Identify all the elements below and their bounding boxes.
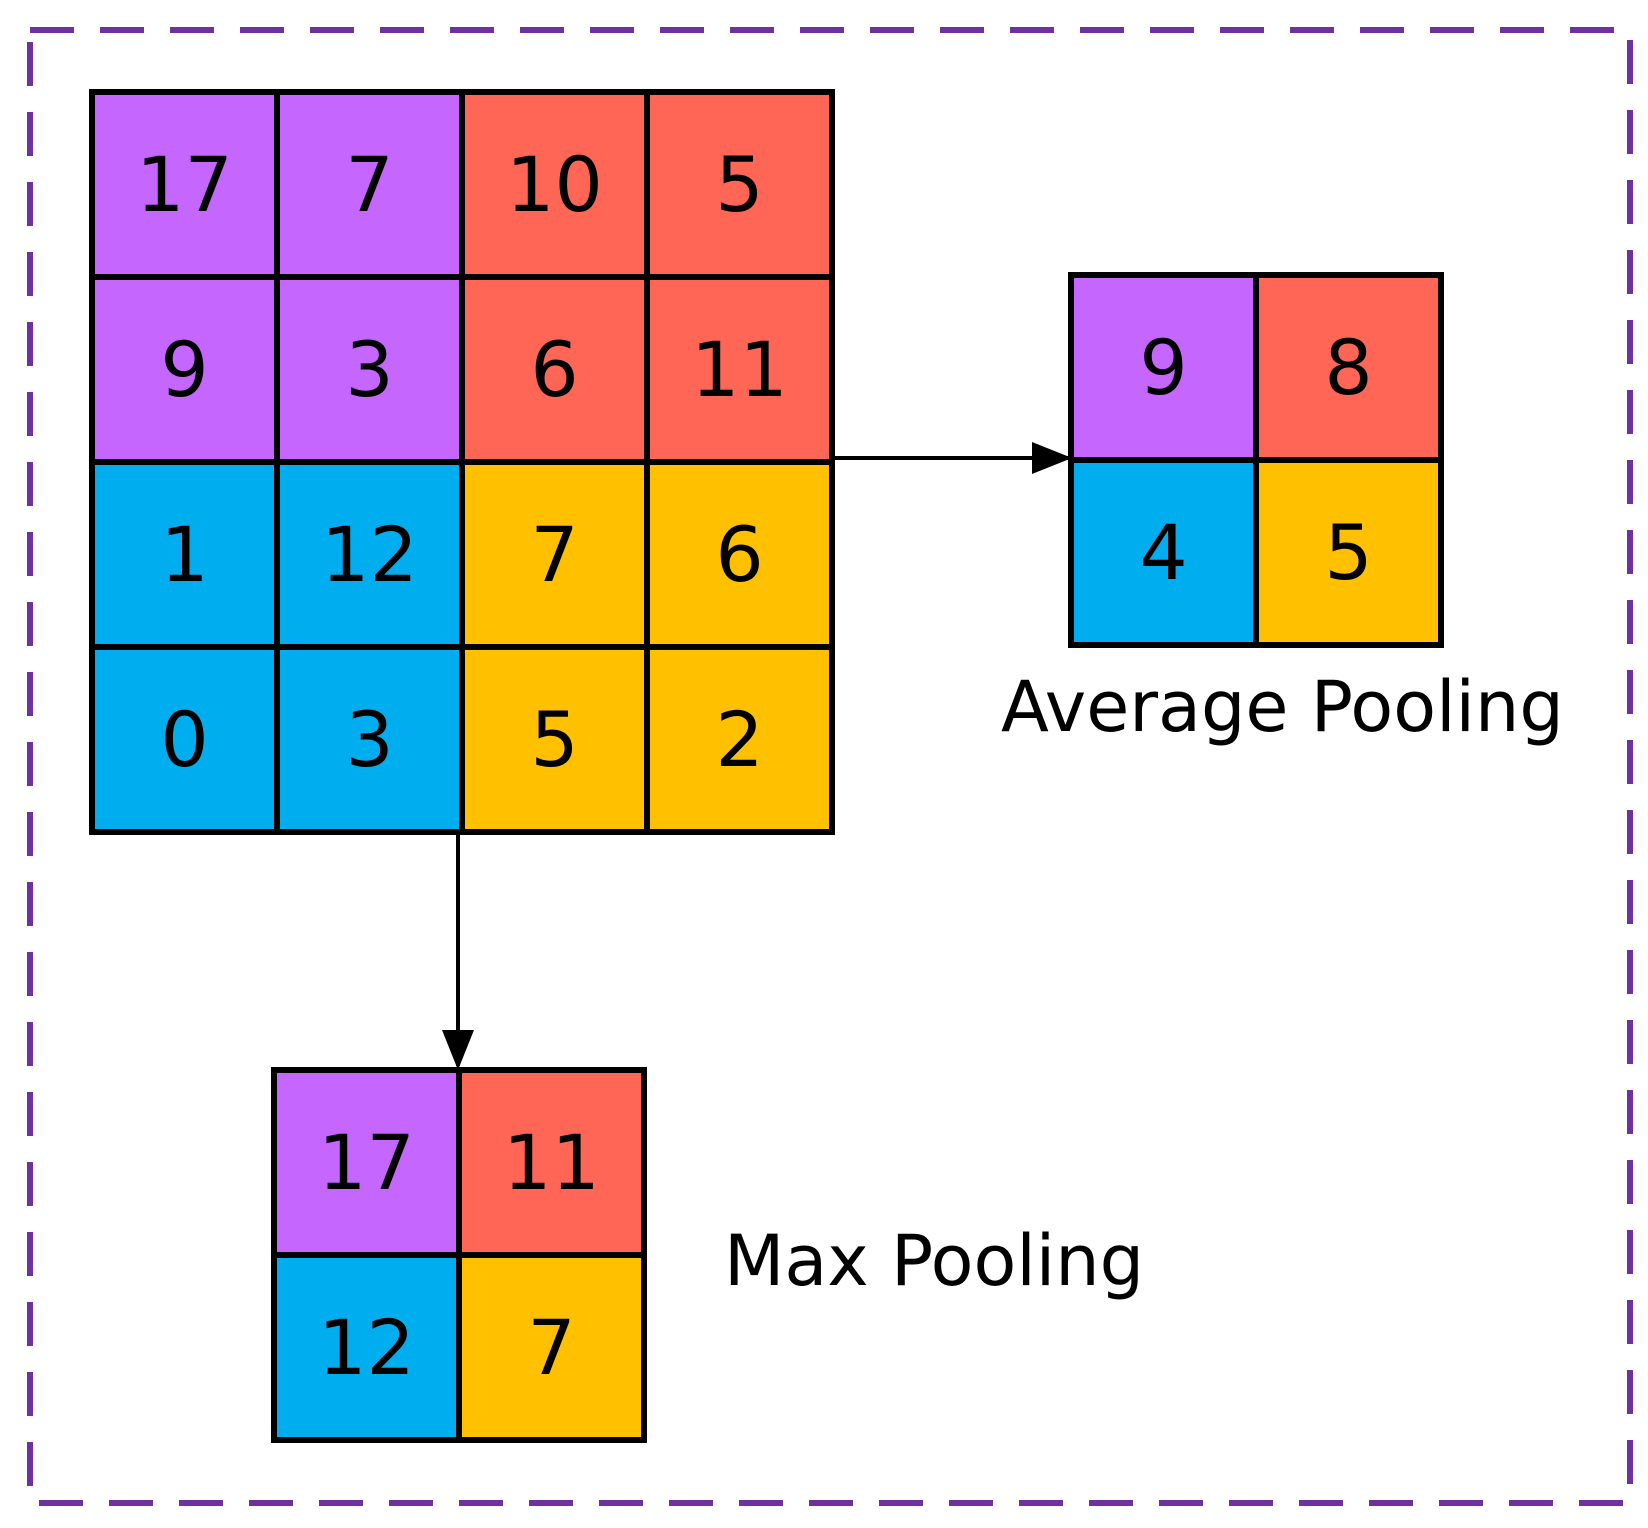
input-cell <box>644 459 835 650</box>
input-cell-value: 7 <box>345 140 393 229</box>
input-cell <box>459 89 650 280</box>
input-cell <box>89 459 280 650</box>
input-cell-value: 10 <box>506 140 603 229</box>
max-pooling-cell <box>271 1252 462 1443</box>
input-cell-value: 5 <box>715 140 763 229</box>
input-cell <box>274 274 465 465</box>
input-cell <box>644 89 835 280</box>
input-cell-value: 0 <box>160 695 208 784</box>
average-pooling-cell <box>1068 457 1259 648</box>
max-pooling-cell-value: 12 <box>318 1303 415 1392</box>
input-cell <box>459 459 650 650</box>
input-cell-value: 2 <box>715 695 763 784</box>
input-cell <box>89 644 280 835</box>
average-pooling-output: 9 8 4 5 <box>1068 272 1444 648</box>
dashed-frame <box>27 27 1633 1506</box>
input-cell-value: 6 <box>530 325 578 414</box>
average-pooling-cell-value: 5 <box>1324 508 1372 597</box>
input-cell-value: 3 <box>345 695 393 784</box>
average-pooling-cell-value: 9 <box>1139 323 1187 412</box>
input-cell-value: 9 <box>160 325 208 414</box>
input-cell <box>89 89 280 280</box>
average-pooling-cell-value: 4 <box>1139 508 1187 597</box>
input-cell <box>644 644 835 835</box>
input-cell-value: 3 <box>345 325 393 414</box>
input-cell-value: 1 <box>160 510 208 599</box>
average-pooling-cell <box>1253 272 1444 463</box>
average-pooling-label: Average Pooling <box>1001 666 1564 748</box>
average-pooling-cell <box>1253 457 1444 648</box>
average-pooling-cell-value: 8 <box>1324 323 1372 412</box>
max-pooling-cell-value: 7 <box>527 1303 575 1392</box>
max-pooling-output: 17 11 12 7 <box>271 1067 647 1443</box>
max-pooling-cell <box>456 1252 647 1443</box>
input-cell-value: 17 <box>136 140 233 229</box>
input-cell <box>459 644 650 835</box>
max-pooling-cell <box>456 1067 647 1258</box>
max-pooling-label: Max Pooling <box>724 1220 1144 1302</box>
max-pooling-cell-value: 17 <box>318 1118 415 1207</box>
input-cell-value: 6 <box>715 510 763 599</box>
input-cell-value: 11 <box>691 325 788 414</box>
input-cell-value: 5 <box>530 695 578 784</box>
input-cell-value: 7 <box>530 510 578 599</box>
max-pooling-cell-value: 11 <box>503 1118 600 1207</box>
input-cell-value: 12 <box>321 510 418 599</box>
